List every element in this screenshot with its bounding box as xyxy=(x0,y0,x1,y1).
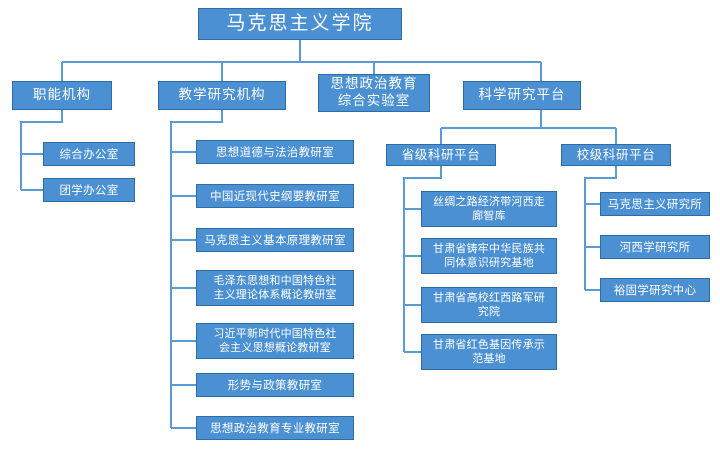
node-teaching-unit-mao-zedong-thought[interactable]: 毛泽东思想和中国特色社 主义理论体系概论教研室 xyxy=(196,270,354,306)
node-school-marxism-institute[interactable]: 马克思主义研究所 xyxy=(600,192,710,216)
node-research-platform[interactable]: 科学研究平台 xyxy=(463,81,581,110)
node-school-yugur-studies-center[interactable]: 裕固学研究中心 xyxy=(600,278,710,302)
node-school-platform-group[interactable]: 校级科研平台 xyxy=(561,144,671,166)
node-teaching-unit-ideological-political-major[interactable]: 思想政治教育专业教研室 xyxy=(196,416,354,440)
node-provincial-national-community-base[interactable]: 甘肃省铸牢中华民族共 同体意识研究基地 xyxy=(421,238,557,274)
node-general-office[interactable]: 综合办公室 xyxy=(43,142,135,166)
node-teaching-unit-morality-rule-of-law[interactable]: 思想道德与法治教研室 xyxy=(196,140,354,164)
node-teaching-unit-marxism-basic-principles[interactable]: 马克思主义基本原理教研室 xyxy=(196,228,354,252)
node-teaching-unit-situation-policy[interactable]: 形势与政策教研室 xyxy=(196,373,354,397)
node-provincial-platform-group[interactable]: 省级科研平台 xyxy=(386,144,496,166)
node-provincial-silk-road-think-tank[interactable]: 丝绸之路经济带河西走 廊智库 xyxy=(421,191,557,227)
node-root[interactable]: 马克思主义学院 xyxy=(198,8,402,40)
node-teaching-unit-modern-chinese-history[interactable]: 中国近现代史纲要教研室 xyxy=(196,184,354,208)
node-functional-org[interactable]: 职能机构 xyxy=(12,81,112,110)
node-provincial-west-route-army-institute[interactable]: 甘肃省高校红西路军研 究院 xyxy=(421,287,557,323)
node-provincial-red-gene-base[interactable]: 甘肃省红色基因传承示 范基地 xyxy=(421,334,557,370)
node-teaching-research-org[interactable]: 教学研究机构 xyxy=(158,81,286,110)
node-ideological-political-lab[interactable]: 思想政治教育 综合实验室 xyxy=(318,74,430,112)
node-school-hexi-studies-institute[interactable]: 河西学研究所 xyxy=(600,235,710,259)
node-teaching-unit-xi-jinping-thought[interactable]: 习近平新时代中国特色社 会主义思想概论教研室 xyxy=(196,323,354,359)
node-youth-league-office[interactable]: 团学办公室 xyxy=(43,178,135,202)
